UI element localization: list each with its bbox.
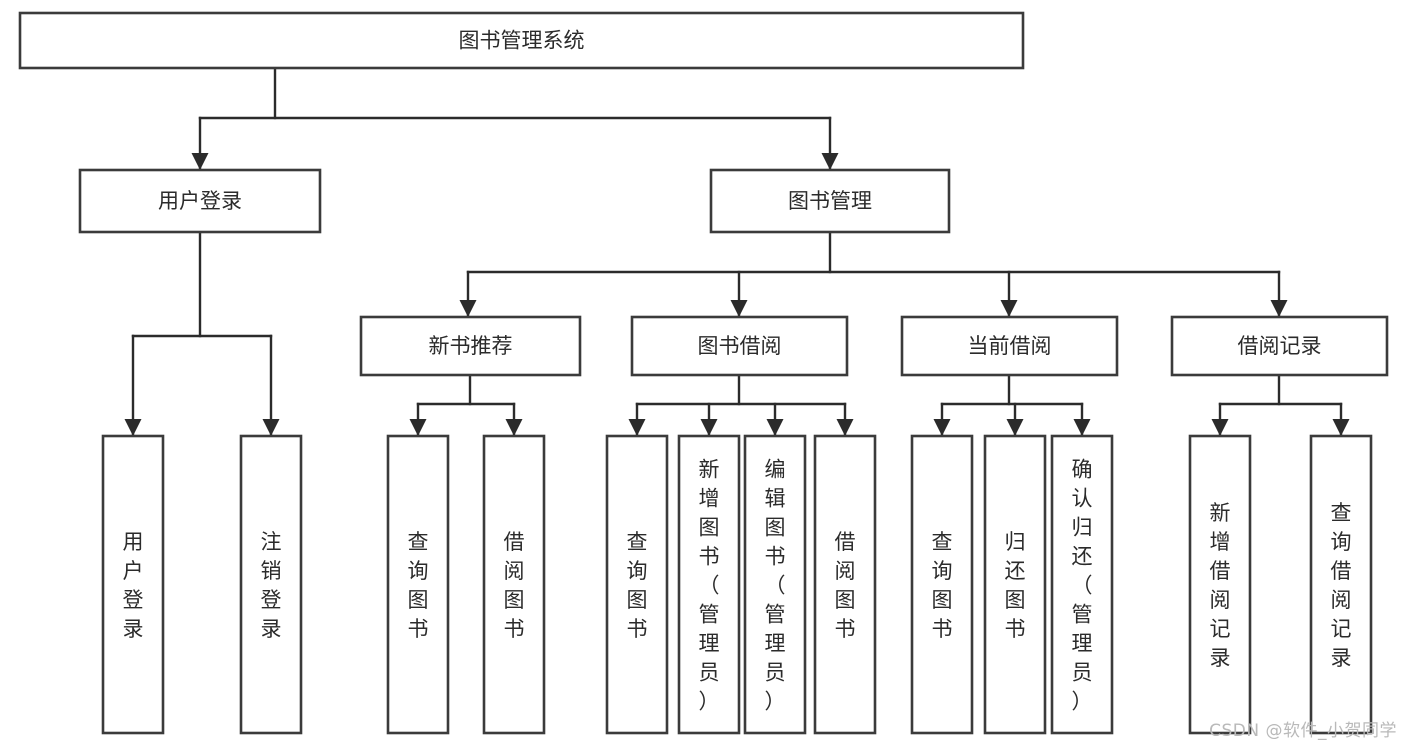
leaf-bus-1-arrow-2 [766,419,784,436]
node-label-user-login: 用户登录 [158,189,242,213]
node-label-book-borrow: 图书借阅 [698,334,782,358]
book-management-arrow-3 [1270,300,1288,317]
node-leaf-user-login[interactable]: 用户登录 [101,434,165,735]
node-leaf-add-book[interactable]: 新增图书（管理员） [677,434,741,735]
leaf-bus-0-arrow-0 [409,419,427,436]
node-label-leaf-query-book-1: 查询图书 [408,530,429,641]
node-current-borrow[interactable]: 当前借阅 [900,315,1119,377]
leaf-bus-2-arrow-1 [1006,419,1024,436]
node-leaf-edit-book[interactable]: 编辑图书（管理员） [743,434,807,735]
node-leaf-query-book-2[interactable]: 查询图书 [605,434,669,735]
node-label-leaf-user-login: 用户登录 [123,530,144,641]
node-label-borrow-record: 借阅记录 [1238,334,1322,358]
leaf-bus-1-arrow-1 [700,419,718,436]
node-box-book-management [709,168,951,234]
node-box-leaf-borrow-book-1 [482,434,546,735]
node-layer: 图书管理系统用户登录图书管理新书推荐图书借阅当前借阅借阅记录用户登录注销登录查询… [18,11,1389,735]
node-box-leaf-logout [239,434,303,735]
node-leaf-query-record[interactable]: 查询借阅记录 [1309,434,1373,735]
leaf-bus-2-arrow-0 [933,419,951,436]
node-label-root-library-system: 图书管理系统 [459,29,585,53]
node-label-leaf-add-record: 新增借阅记录 [1210,501,1231,670]
node-box-leaf-user-login [101,434,165,735]
node-box-root-library-system [18,11,1025,70]
node-leaf-confirm-return[interactable]: 确认归还（管理员） [1050,434,1114,735]
node-user-login[interactable]: 用户登录 [78,168,322,234]
user-login-arrow-0 [124,419,142,436]
node-box-current-borrow [900,315,1119,377]
node-borrow-record[interactable]: 借阅记录 [1170,315,1389,377]
node-label-leaf-logout: 注销登录 [261,530,282,641]
node-box-leaf-add-record [1188,434,1252,735]
node-label-leaf-confirm-return: 确认归还（管理员） [1072,458,1093,714]
node-label-leaf-return-book: 归还图书 [1005,530,1026,641]
node-label-leaf-query-book-3: 查询图书 [932,530,953,641]
node-label-leaf-query-record: 查询借阅记录 [1331,501,1352,670]
leaf-bus-0-arrow-1 [505,419,523,436]
node-root-library-system[interactable]: 图书管理系统 [18,11,1025,70]
leaf-bus-1-arrow-3 [836,419,854,436]
node-leaf-query-book-1[interactable]: 查询图书 [386,434,450,735]
node-box-borrow-record [1170,315,1389,377]
node-leaf-borrow-book-2[interactable]: 借阅图书 [813,434,877,735]
node-box-leaf-edit-book [743,434,807,735]
leaf-bus-2-arrow-2 [1073,419,1091,436]
node-box-leaf-confirm-return [1050,434,1114,735]
book-management-arrow-0 [459,300,477,317]
leaf-bus-1-arrow-0 [628,419,646,436]
book-management-arrow-2 [1000,300,1018,317]
node-new-book-recommend[interactable]: 新书推荐 [359,315,582,377]
connector-layer [124,66,1350,438]
user-login-arrow-1 [262,419,280,436]
node-box-leaf-borrow-book-2 [813,434,877,735]
node-box-leaf-return-book [983,434,1047,735]
node-label-leaf-edit-book: 编辑图书（管理员） [765,458,786,714]
node-label-leaf-borrow-book-1: 借阅图书 [504,530,525,641]
root-arrow-1 [821,153,839,170]
node-leaf-borrow-book-1[interactable]: 借阅图书 [482,434,546,735]
node-box-book-borrow [630,315,849,377]
node-box-leaf-query-record [1309,434,1373,735]
node-box-leaf-query-book-1 [386,434,450,735]
node-book-management[interactable]: 图书管理 [709,168,951,234]
node-box-leaf-add-book [677,434,741,735]
node-label-new-book-recommend: 新书推荐 [429,334,513,358]
node-label-leaf-query-book-2: 查询图书 [627,530,648,641]
node-leaf-logout[interactable]: 注销登录 [239,434,303,735]
node-label-leaf-add-book: 新增图书（管理员） [699,458,720,714]
node-box-leaf-query-book-3 [910,434,974,735]
node-box-leaf-query-book-2 [605,434,669,735]
node-leaf-query-book-3[interactable]: 查询图书 [910,434,974,735]
root-arrow-0 [191,153,209,170]
node-label-leaf-borrow-book-2: 借阅图书 [835,530,856,641]
node-leaf-add-record[interactable]: 新增借阅记录 [1188,434,1252,735]
node-box-new-book-recommend [359,315,582,377]
node-leaf-return-book[interactable]: 归还图书 [983,434,1047,735]
book-management-arrow-1 [730,300,748,317]
leaf-bus-3-arrow-0 [1211,419,1229,436]
node-label-current-borrow: 当前借阅 [968,334,1052,358]
node-book-borrow[interactable]: 图书借阅 [630,315,849,377]
node-box-user-login [78,168,322,234]
node-label-book-management: 图书管理 [788,189,872,213]
leaf-bus-3-arrow-1 [1332,419,1350,436]
